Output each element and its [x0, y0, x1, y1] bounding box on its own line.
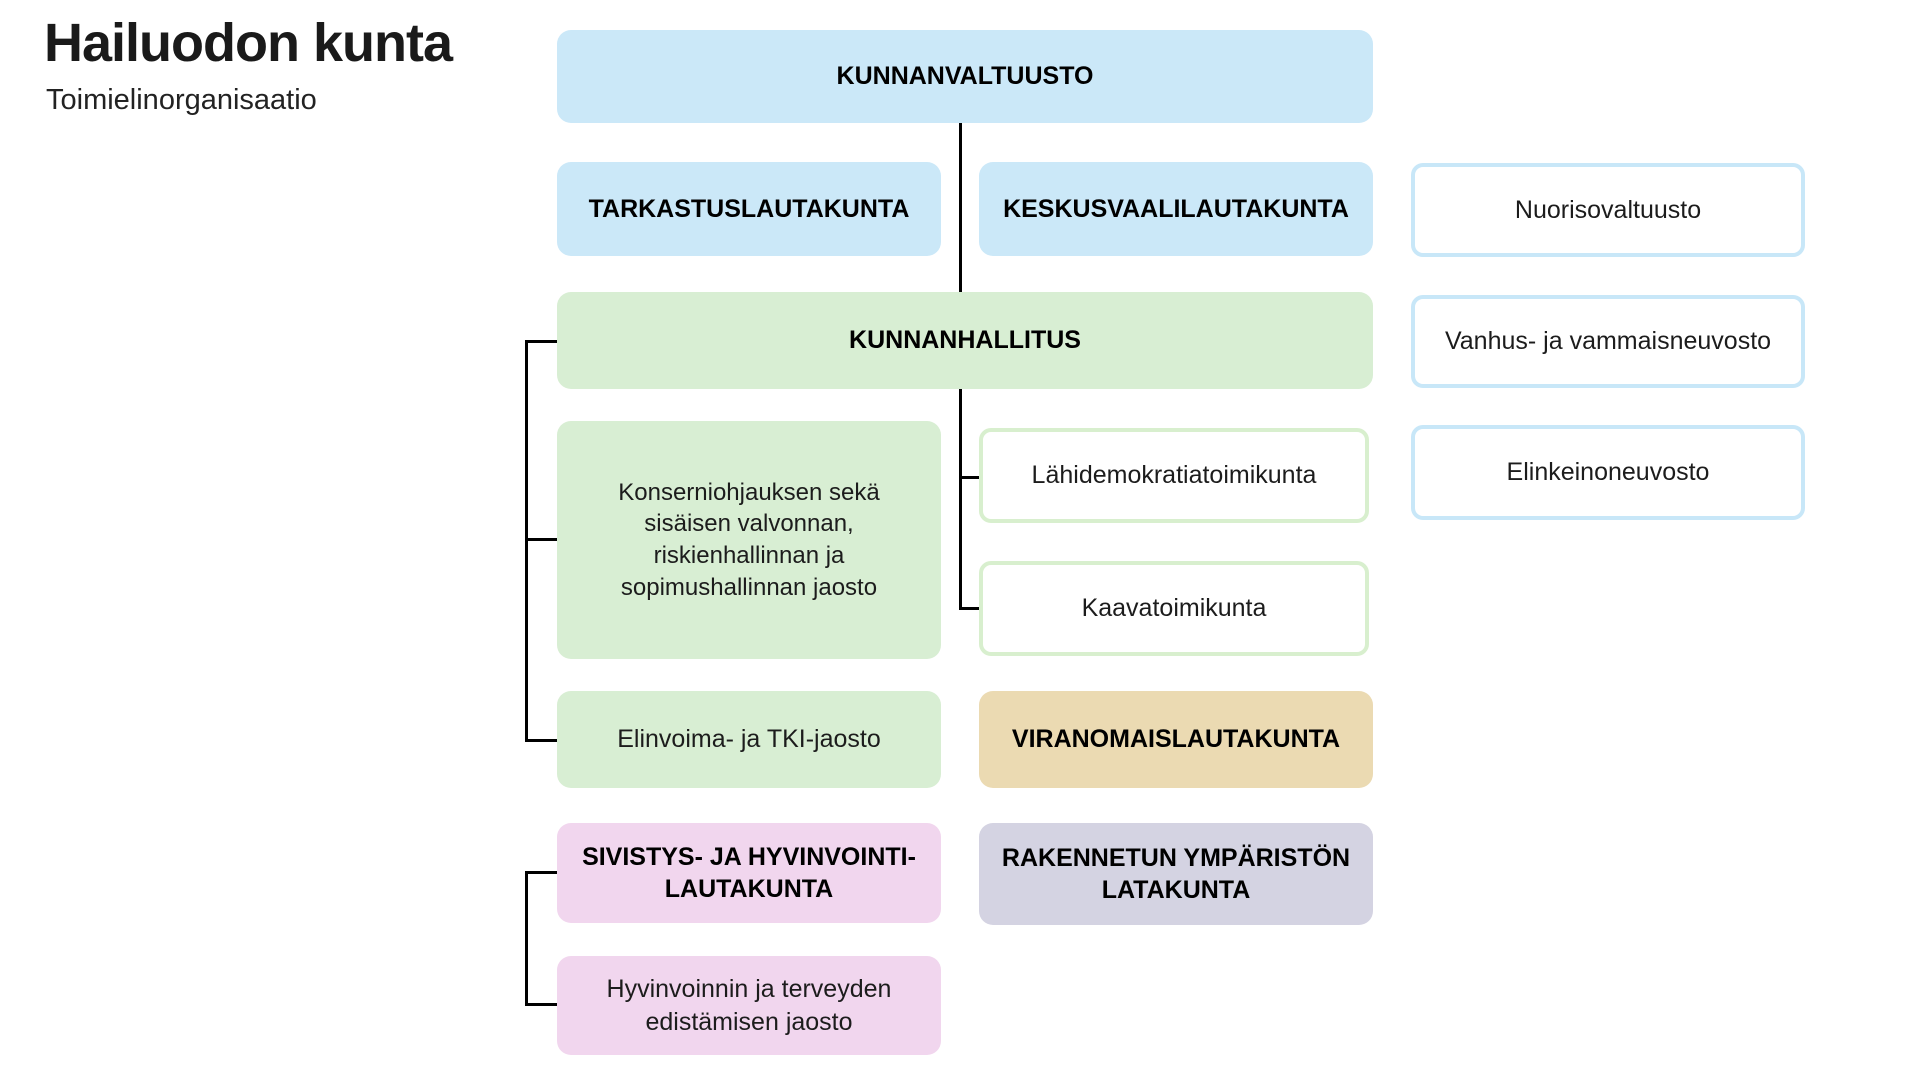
connector-stub-konserniohjaus [525, 538, 557, 541]
org-box-kunnanvaltuusto: KUNNANVALTUUSTO [557, 30, 1373, 123]
org-box-label: Vanhus- ja vammaisneuvosto [1444, 327, 1772, 355]
org-box-label: Elinkeinoneuvosto [1506, 458, 1710, 486]
org-box-nuorisovaltuusto: Nuorisovaltuusto [1411, 163, 1805, 257]
org-box-label-line: Hyvinvoinnin ja terveyden [606, 974, 892, 1003]
org-box-vanhus-ja-vammaisneuvosto: Vanhus- ja vammaisneuvosto [1411, 295, 1805, 388]
org-box-label: KUNNANHALLITUS [849, 326, 1081, 355]
connector-stub-sivistys [525, 871, 557, 874]
org-box-viranomaislautakunta: VIRANOMAISLAUTAKUNTA [979, 691, 1373, 788]
org-box-label-line: LATAKUNTA [1101, 876, 1251, 904]
connector-hallitus-center-bracket [959, 389, 962, 610]
connector-stub-hyvinvoinnin [525, 1003, 557, 1006]
page-title: Hailuodon kunta [44, 13, 453, 73]
connector-hallitus-left-bracket [525, 340, 528, 742]
org-box-label-line: RAKENNETUN YMPÄRISTÖN [1001, 843, 1351, 872]
org-box-elinkeinoneuvosto: Elinkeinoneuvosto [1411, 425, 1805, 520]
org-box-rakennetun-ympariston-latakunta: RAKENNETUN YMPÄRISTÖN LATAKUNTA [979, 823, 1373, 925]
org-box-keskusvaalilautakunta: KESKUSVAALILAUTAKUNTA [979, 162, 1373, 256]
org-box-label: TARKASTUSLAUTAKUNTA [588, 194, 910, 223]
connector-stub-elinvoima [525, 739, 557, 742]
page-subtitle: Toimielinorganisaatio [46, 84, 317, 116]
connector-valtuusto-hallitus [959, 123, 962, 292]
connector-sivistys-bracket [525, 871, 528, 1006]
org-box-label: Kaavatoimikunta [1081, 594, 1267, 622]
connector-stub-kunnanhallitus [525, 340, 557, 343]
org-box-label: Lähidemokratiatoimikunta [1031, 461, 1317, 489]
org-box-tarkastuslautakunta: TARKASTUSLAUTAKUNTA [557, 162, 941, 256]
org-box-hyvinvoinnin-jaosto: Hyvinvoinnin ja terveyden edistämisen ja… [557, 956, 941, 1055]
org-box-label-line: edistämisen jaosto [645, 1007, 853, 1036]
org-box-label: Elinvoima- ja TKI-jaosto [617, 725, 881, 753]
org-box-kaavatoimikunta: Kaavatoimikunta [979, 561, 1369, 656]
org-box-label-line: Konserniohjauksen sekä [618, 478, 880, 506]
org-box-label-line: sopimushallinnan jaosto [620, 573, 878, 601]
org-box-konserniohjaus-jaosto: Konserniohjauksen sekä sisäisen valvonna… [557, 421, 941, 659]
connector-stub-lahidemokratia [959, 476, 979, 479]
org-box-label: KUNNANVALTUUSTO [836, 62, 1094, 91]
org-box-label-line: riskienhallinnan ja [653, 542, 845, 569]
org-box-label-line: sisäisen valvonnan, [644, 510, 854, 538]
org-box-label: VIRANOMAISLAUTAKUNTA [1011, 725, 1341, 754]
org-box-kunnanhallitus: KUNNANHALLITUS [557, 292, 1373, 389]
org-box-label-line: LAUTAKUNTA [664, 875, 834, 903]
org-box-label: Nuorisovaltuusto [1514, 195, 1702, 224]
org-box-sivistys-ja-hyvinvointilautakunta: SIVISTYS- JA HYVINVOINTI- LAUTAKUNTA [557, 823, 941, 923]
org-box-lahidemokratiatoimikunta: Lähidemokratiatoimikunta [979, 428, 1369, 523]
org-box-label: KESKUSVAALILAUTAKUNTA [1003, 194, 1349, 223]
connector-stub-kaavatoimikunta [959, 607, 979, 610]
org-box-label-line: SIVISTYS- JA HYVINVOINTI- [582, 842, 916, 871]
org-box-elinvoima-tki-jaosto: Elinvoima- ja TKI-jaosto [557, 691, 941, 788]
